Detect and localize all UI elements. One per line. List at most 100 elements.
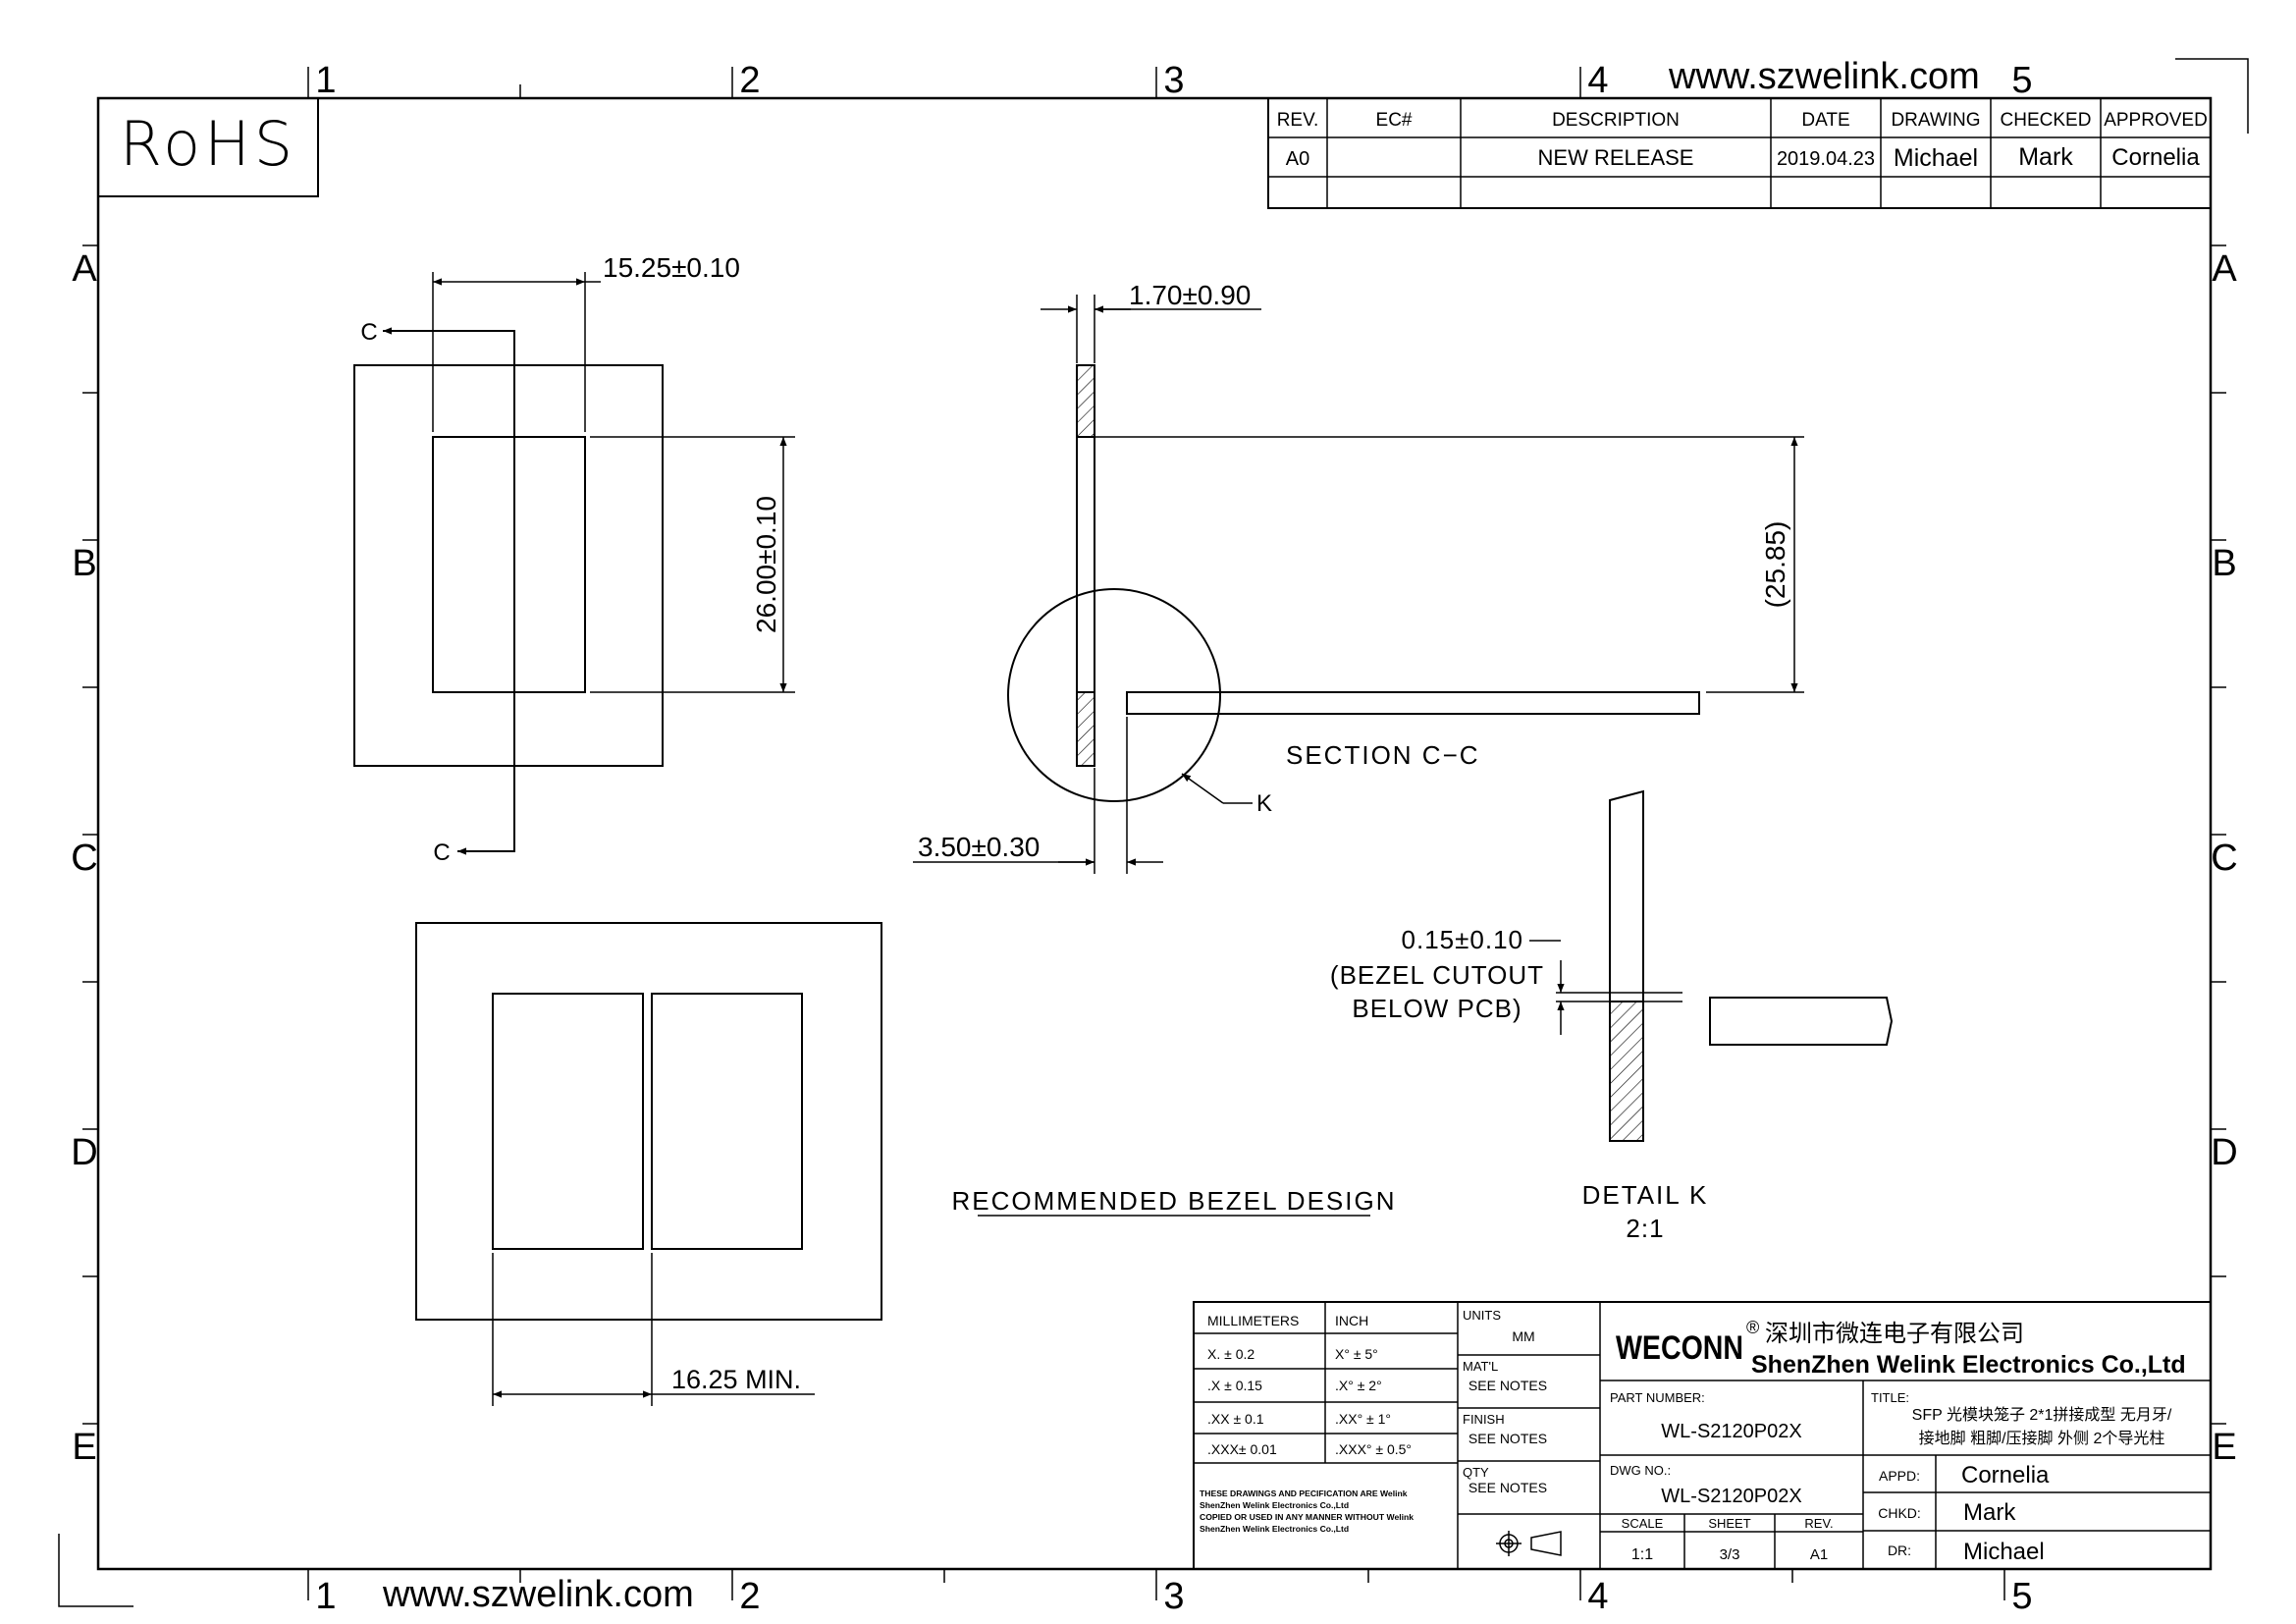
title-line-1: SFP 光模块笼子 2*1拼接成型 无月牙/ — [1912, 1406, 2172, 1424]
drawing-frame — [58, 58, 2249, 1607]
rev-label: REV. — [1804, 1516, 1833, 1531]
tol-mm-1: .X ± 0.15 — [1207, 1378, 1262, 1393]
chkd-value: Mark — [1963, 1499, 2016, 1526]
rev-cell-drawing: Michael — [1894, 144, 1978, 172]
grid-col-bottom-4: 4 — [1587, 1576, 1608, 1617]
detail-marker-k: K — [1256, 790, 1272, 817]
dr-label: DR: — [1888, 1543, 1911, 1558]
rev-header-rev: REV. — [1277, 110, 1319, 131]
section-c-c-title: SECTION C−C — [1286, 740, 1480, 770]
dwg-no-label: DWG NO.: — [1610, 1463, 1671, 1478]
projection-symbol — [1496, 1531, 1562, 1556]
rev-cell-checked: Mark — [2018, 143, 2073, 171]
header-website-url: www.szwelink.com — [1668, 56, 1980, 97]
grid-row-right-A: A — [2212, 248, 2237, 290]
revision-table: REV. EC# DESCRIPTION DATE DRAWING CHECKE… — [1267, 97, 2212, 209]
dim-bezel-gap-label: 16.25 MIN. — [671, 1365, 801, 1394]
rev-cell-description: NEW RELEASE — [1538, 145, 1694, 170]
grid-row-left-E: E — [72, 1427, 96, 1468]
grid-row-left-D: D — [71, 1132, 97, 1173]
rohs-box — [97, 97, 319, 197]
brand-logo: WECONN — [1616, 1329, 1743, 1367]
appd-value: Cornelia — [1961, 1462, 2050, 1489]
title-line-2: 接地脚 粗脚/压接脚 外侧 2个导光柱 — [1919, 1430, 2165, 1447]
qty-label: QTY — [1463, 1465, 1489, 1480]
tol-inch-1: .X° ± 2° — [1335, 1378, 1382, 1393]
rev-header-checked: CHECKED — [2001, 110, 2092, 131]
notice-line-1: THESE DRAWINGS AND PECIFICATION ARE Weli… — [1200, 1489, 1408, 1498]
grid-row-left-C: C — [71, 838, 97, 879]
rohs-label: RoHS — [120, 108, 296, 180]
rev-header-drawing: DRAWING — [1891, 110, 1980, 131]
tol-inch-0: X° ± 5° — [1335, 1346, 1378, 1362]
finish-label: FINISH — [1463, 1412, 1505, 1427]
dr-value: Michael — [1963, 1539, 2045, 1565]
finish-value: SEE NOTES — [1468, 1431, 1547, 1446]
units-value: MM — [1512, 1328, 1534, 1344]
section-marker-c-top: C — [360, 319, 377, 346]
notice-line-3: COPIED OR USED IN ANY MANNER WITHOUT Wel… — [1200, 1512, 1414, 1522]
grid-col-top-1: 1 — [315, 60, 336, 101]
tol-mm-header: MILLIMETERS — [1207, 1313, 1299, 1328]
units-label: UNITS — [1463, 1308, 1501, 1323]
dim-thickness-label: 1.70±0.90 — [1129, 280, 1251, 310]
tol-inch-3: .XXX° ± 0.5° — [1335, 1441, 1412, 1457]
grid-col-bottom-3: 3 — [1163, 1576, 1184, 1617]
grid-row-left-A: A — [72, 248, 97, 290]
company-name-cn: 深圳市微连电子有限公司 — [1765, 1321, 2024, 1347]
sheet-value: 3/3 — [1720, 1546, 1740, 1563]
notice-line-2: ShenZhen Welink Electronics Co.,Ltd — [1200, 1500, 1349, 1510]
tol-mm-3: .XXX± 0.01 — [1207, 1441, 1277, 1457]
notice-line-4: ShenZhen Welink Electronics Co.,Ltd — [1200, 1524, 1349, 1534]
tol-mm-0: X. ± 0.2 — [1207, 1346, 1255, 1362]
cutout-plan-view: C C 15.25±0.10 26.00±0.10 — [353, 252, 795, 866]
rev-value: A1 — [1810, 1546, 1828, 1563]
rev-header-description: DESCRIPTION — [1552, 110, 1680, 131]
grid-col-top-4: 4 — [1587, 60, 1608, 101]
scale-label: SCALE — [1622, 1516, 1664, 1531]
grid-row-right-C: C — [2211, 838, 2237, 879]
dim-cutout-note-2: BELOW PCB) — [1352, 994, 1522, 1023]
rev-cell-date: 2019.04.23 — [1777, 148, 1875, 170]
grid-row-right-D: D — [2211, 1132, 2237, 1173]
bezel-design-title: RECOMMENDED BEZEL DESIGN — [952, 1186, 1397, 1216]
title-label: TITLE: — [1871, 1390, 1909, 1405]
grid-col-top-2: 2 — [739, 60, 760, 101]
rev-header-approved: APPROVED — [2104, 110, 2208, 131]
dim-width-label: 15.25±0.10 — [603, 252, 740, 283]
grid-col-top-3: 3 — [1163, 60, 1184, 101]
grid-col-bottom-2: 2 — [739, 1576, 760, 1617]
brand-registered: ® — [1746, 1318, 1759, 1337]
rev-header-date: DATE — [1801, 110, 1849, 131]
grid-col-bottom-5: 5 — [2011, 1576, 2032, 1617]
rev-cell-rev: A0 — [1286, 148, 1309, 170]
material-label: MAT'L — [1463, 1359, 1498, 1374]
dwg-no-value: WL-S2120P02X — [1661, 1486, 1801, 1507]
grid-row-left-B: B — [72, 543, 96, 584]
appd-label: APPD: — [1879, 1468, 1920, 1484]
grid-row-right-E: E — [2212, 1427, 2236, 1468]
rev-header-ec: EC# — [1376, 110, 1413, 131]
dim-height-label: 26.00±0.10 — [751, 496, 781, 633]
grid-col-bottom-1: 1 — [315, 1576, 336, 1617]
grid-row-right-B: B — [2212, 543, 2236, 584]
dim-offset-label: 3.50±0.30 — [918, 832, 1040, 862]
part-number-label: PART NUMBER: — [1610, 1390, 1705, 1405]
material-value: SEE NOTES — [1468, 1378, 1547, 1393]
dim-ref-height-label: (25.85) — [1760, 521, 1790, 609]
bezel-design-view: 16.25 MIN. RECOMMENDED BEZEL DESIGN — [415, 922, 1397, 1406]
scale-value: 1:1 — [1631, 1546, 1653, 1563]
footer-website-url: www.szwelink.com — [382, 1574, 694, 1615]
chkd-label: CHKD: — [1878, 1505, 1921, 1521]
tol-inch-header: INCH — [1335, 1313, 1368, 1328]
dim-cutout-note-1: (BEZEL CUTOUT — [1330, 960, 1544, 990]
title-block: MILLIMETERS INCH X. ± 0.2 .X ± 0.15 .XX … — [1193, 1301, 2212, 1570]
detail-k-scale: 2:1 — [1626, 1214, 1664, 1243]
dim-cutout-label: 0.15±0.10 — [1402, 925, 1523, 954]
detail-k-view: 0.15±0.10 (BEZEL CUTOUT BELOW PCB) DETAI… — [1330, 789, 1894, 1243]
sheet-label: SHEET — [1708, 1516, 1750, 1531]
section-c-c-view: (25.85) 1.70±0.90 3.50±0.30 K SECTION C−… — [913, 280, 1804, 874]
section-marker-c-bottom: C — [433, 839, 450, 866]
company-name-en: ShenZhen Welink Electronics Co.,Ltd — [1751, 1351, 2186, 1379]
